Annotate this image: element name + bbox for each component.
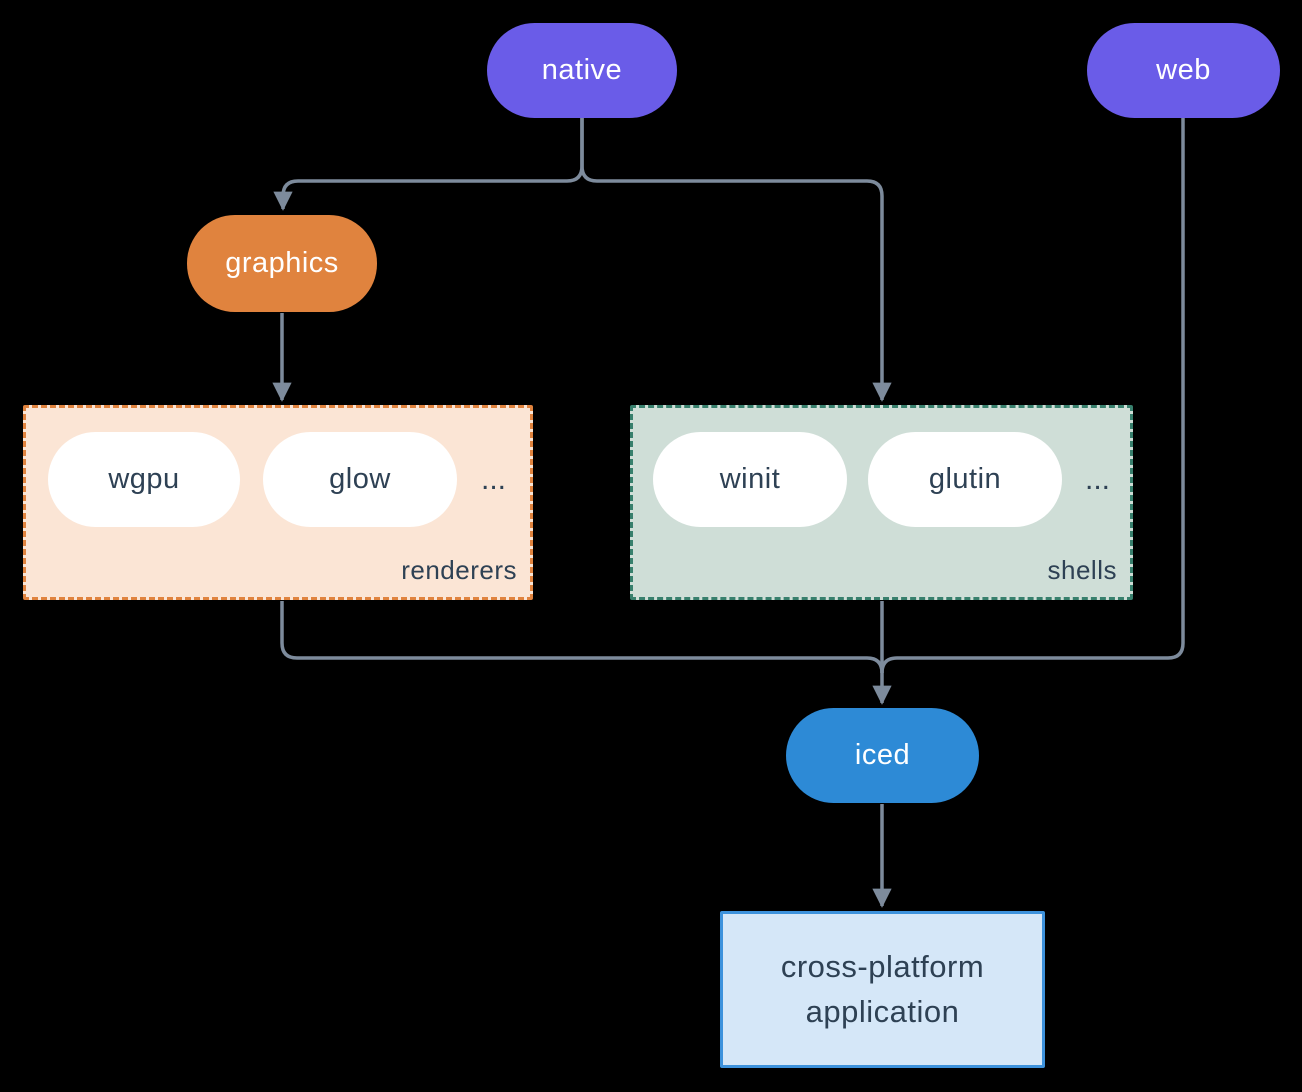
group-renderers: wgpu glow ... renderers — [23, 405, 533, 600]
node-graphics: graphics — [187, 215, 377, 312]
shells-ellipsis: ... — [1085, 462, 1111, 496]
node-web: web — [1087, 23, 1280, 118]
renderers-group-label: renderers — [401, 555, 517, 585]
edge-native-shells — [580, 118, 892, 402]
shells-group-label: shells — [1047, 555, 1117, 585]
app-label-line1: cross-platform — [780, 948, 985, 984]
node-glow: glow — [263, 432, 457, 527]
node-glutin: glutin — [868, 432, 1062, 527]
edge-renderers-merge — [280, 601, 884, 674]
node-winit: winit — [653, 432, 847, 527]
group-shells: winit glutin ... shells — [630, 405, 1133, 600]
renderers-ellipsis: ... — [481, 462, 507, 496]
app-label-line2: application — [805, 993, 960, 1029]
node-cross-platform-application: cross-platform application — [720, 911, 1045, 1068]
node-native: native — [487, 23, 677, 118]
edge-native-graphics — [273, 118, 584, 211]
node-wgpu: wgpu — [48, 432, 240, 527]
node-iced: iced — [786, 708, 979, 803]
